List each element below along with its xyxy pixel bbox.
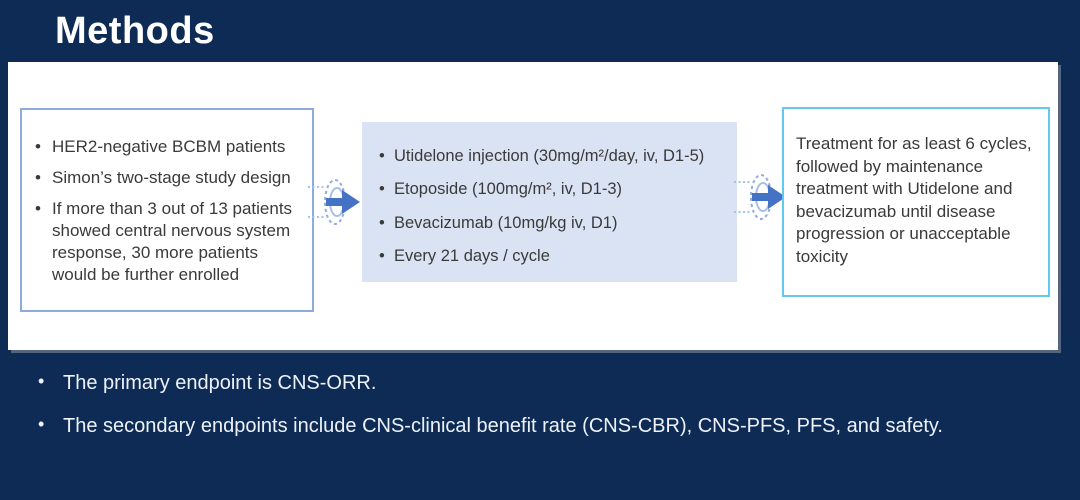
- list-item: Every 21 days / cycle: [372, 246, 731, 268]
- maintenance-treatment-box: Treatment for as least 6 cycles, followe…: [782, 107, 1050, 297]
- content-panel: HER2-negative BCBM patients Simon’s two-…: [8, 62, 1058, 350]
- regimen-bullet-list: Utidelone injection (30mg/m²/day, iv, D1…: [372, 146, 731, 268]
- list-item: Etoposide (100mg/m², iv, D1-3): [372, 179, 731, 201]
- maintenance-treatment-text: Treatment for as least 6 cycles, followe…: [796, 134, 1032, 267]
- endpoints-bullet-list: The primary endpoint is CNS-ORR. The sec…: [36, 370, 1056, 439]
- curved-right-arrow-icon: [734, 167, 790, 227]
- list-item: The secondary endpoints include CNS-clin…: [36, 413, 1056, 439]
- list-item: HER2-negative BCBM patients: [28, 136, 304, 158]
- list-item: The primary endpoint is CNS-ORR.: [36, 370, 1056, 396]
- page-title: Methods: [55, 10, 215, 52]
- study-design-bullet-list: HER2-negative BCBM patients Simon’s two-…: [28, 136, 304, 287]
- curved-right-arrow-icon: [308, 172, 364, 232]
- endpoints-section: The primary endpoint is CNS-ORR. The sec…: [36, 370, 1056, 456]
- list-item: Bevacizumab (10mg/kg iv, D1): [372, 213, 731, 235]
- list-item: If more than 3 out of 13 patients showed…: [28, 198, 304, 286]
- treatment-regimen-box: Utidelone injection (30mg/m²/day, iv, D1…: [362, 122, 737, 282]
- list-item: Simon’s two-stage study design: [28, 167, 304, 189]
- study-design-box: HER2-negative BCBM patients Simon’s two-…: [20, 108, 314, 312]
- list-item: Utidelone injection (30mg/m²/day, iv, D1…: [372, 146, 731, 168]
